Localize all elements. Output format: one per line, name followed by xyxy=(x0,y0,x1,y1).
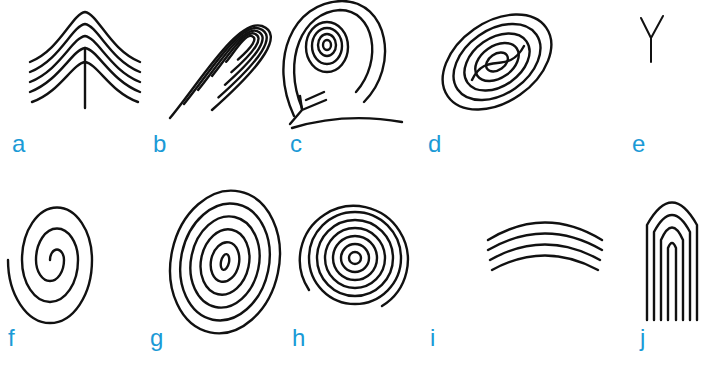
panel-letter: j xyxy=(640,326,645,350)
double-loop-print xyxy=(425,0,569,129)
loop-print xyxy=(170,25,271,118)
tented-arch-print xyxy=(30,12,140,108)
central-pocket-whorl-print xyxy=(283,1,402,128)
double-loop-divider xyxy=(472,46,524,80)
panel-letter: e xyxy=(632,132,645,156)
plain-arch-print xyxy=(488,223,602,271)
panel-letter: b xyxy=(153,132,166,156)
elliptical-whorl-print xyxy=(157,180,293,343)
panel-letter: d xyxy=(428,132,441,156)
spiral-whorl-print xyxy=(8,208,92,323)
panel-letter: h xyxy=(292,326,305,350)
panel-letter: i xyxy=(430,326,435,350)
upright-loop-print xyxy=(647,203,697,321)
panel-letter: f xyxy=(8,326,15,350)
delta-symbol xyxy=(641,16,663,62)
panel-letter: g xyxy=(150,326,163,350)
panel-letter: a xyxy=(12,132,25,156)
circular-whorl-print xyxy=(300,206,408,306)
panel-letter: c xyxy=(290,132,302,156)
